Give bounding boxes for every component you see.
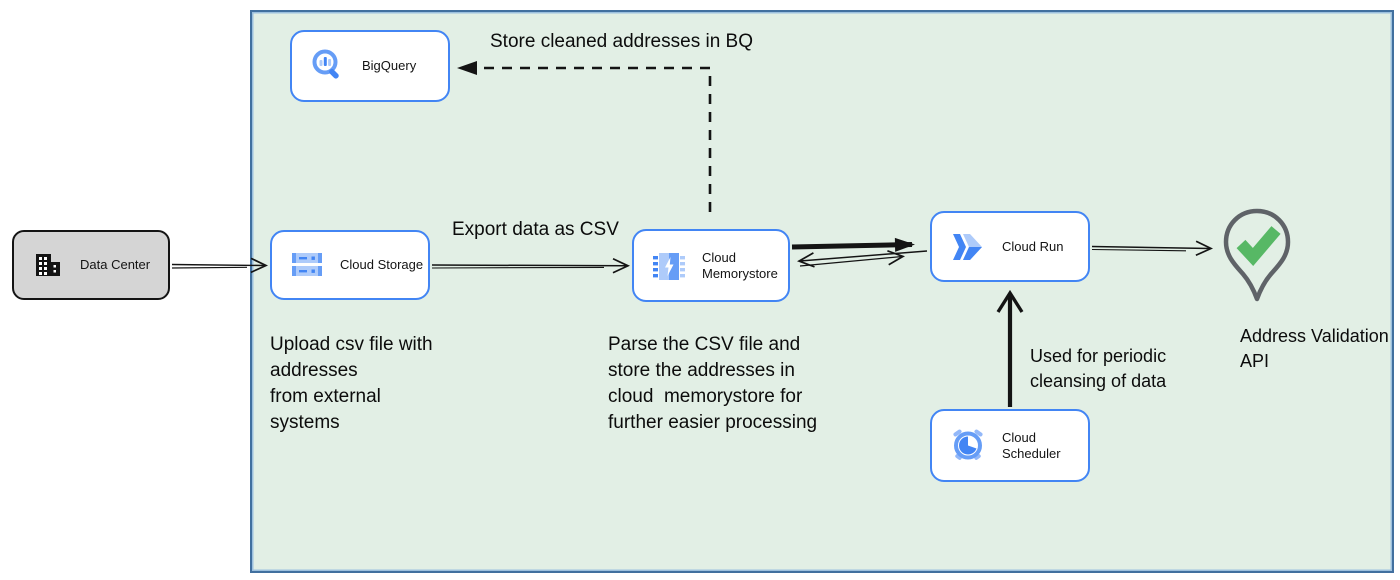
node-label: Cloud Run — [1002, 238, 1064, 254]
gcp-environment-container — [250, 10, 1394, 573]
node-label: Cloud Memorystore — [702, 249, 778, 281]
edge-label-store-bq: Store cleaned addresses in BQ — [490, 31, 753, 52]
node-address-validation-api[interactable] — [1218, 205, 1298, 311]
node-data-center[interactable]: Data Center — [12, 230, 170, 300]
bigquery-magnifier-icon — [309, 47, 347, 85]
node-label: Cloud Scheduler — [1002, 429, 1061, 461]
note-upload-csv: Upload csv file with addresses from exte… — [270, 334, 433, 433]
scheduler-alarm-clock-icon — [949, 427, 987, 465]
edge-label-export-csv: Export data as CSV — [452, 219, 619, 240]
node-cloud-scheduler[interactable]: Cloud Scheduler — [930, 409, 1090, 482]
building-icon — [31, 248, 65, 282]
node-label: Data Center — [80, 257, 151, 272]
memorystore-chip-icon — [651, 248, 687, 284]
node-label: Cloud Storage — [340, 257, 424, 272]
address-validation-api-label: Address Validation API — [1240, 326, 1389, 371]
node-cloud-storage[interactable]: Cloud Storage — [270, 230, 430, 300]
edge-label-periodic-cleansing: Used for periodic cleansing of data — [1030, 346, 1167, 391]
note-parse-csv: Parse the CSV file and store the address… — [608, 334, 818, 433]
node-cloud-memorystore[interactable]: Cloud Memorystore — [632, 229, 790, 302]
node-label: BigQuery — [362, 58, 417, 73]
map-pin-check-icon — [1218, 208, 1298, 315]
cloud-run-chevrons-icon — [949, 230, 987, 264]
node-bigquery[interactable]: BigQuery — [290, 30, 450, 102]
storage-buckets-icon — [289, 249, 325, 281]
node-cloud-run[interactable]: Cloud Run — [930, 211, 1090, 282]
